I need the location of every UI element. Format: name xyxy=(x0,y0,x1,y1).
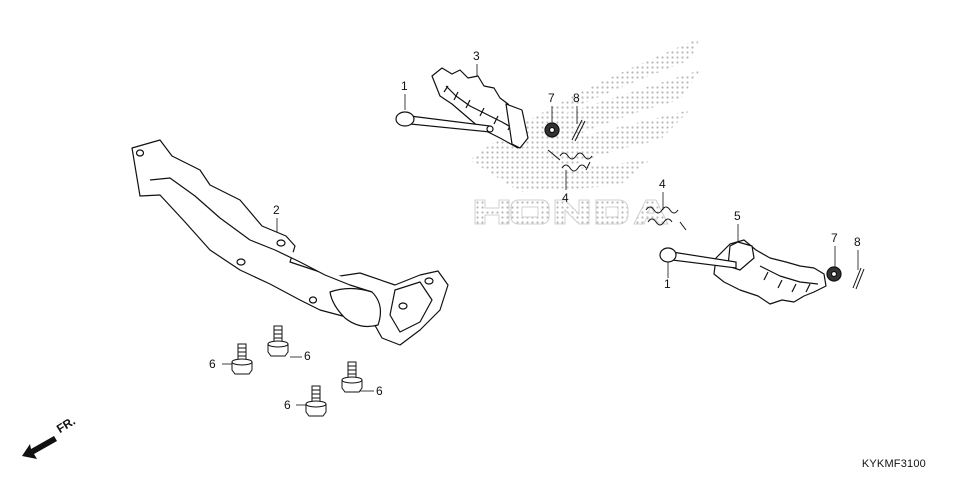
diagram-code: KYKMF3100 xyxy=(861,458,926,470)
left-washer xyxy=(544,122,560,138)
part-label-3: 3 xyxy=(473,49,480,63)
right-pin xyxy=(659,247,737,269)
part-label-6-a: 6 xyxy=(209,357,216,371)
part-label-8-right: 8 xyxy=(854,235,861,249)
part-label-1-right: 1 xyxy=(664,277,671,291)
part-label-8-left: 8 xyxy=(573,91,580,105)
part-label-4-right: 4 xyxy=(659,177,666,191)
right-cotter-pin xyxy=(852,267,865,290)
part-label-7-left: 7 xyxy=(548,91,555,105)
part-label-7-right: 7 xyxy=(831,231,838,245)
bolt-b xyxy=(267,325,289,357)
part-label-4-left: 4 xyxy=(562,191,569,205)
watermark-wing xyxy=(470,38,700,192)
bolt-d xyxy=(341,361,363,393)
bolt-a xyxy=(231,343,253,375)
front-direction-arrow-icon xyxy=(22,436,57,459)
right-footpeg xyxy=(713,239,827,305)
left-spring xyxy=(547,149,593,172)
right-washer xyxy=(826,266,842,282)
right-spring xyxy=(645,206,687,231)
part-label-6-d: 6 xyxy=(376,384,383,398)
bolt-c xyxy=(305,385,327,417)
part-label-5: 5 xyxy=(734,209,741,223)
watermark-brand-logo xyxy=(474,199,669,225)
left-pin xyxy=(395,111,494,133)
left-footpeg xyxy=(431,67,529,149)
part-label-6-b: 6 xyxy=(304,349,311,363)
part-label-6-c: 6 xyxy=(284,398,291,412)
part-label-2: 2 xyxy=(273,203,280,217)
left-cotter-pin xyxy=(571,119,586,142)
part-label-1-left: 1 xyxy=(401,79,408,93)
step-bracket xyxy=(131,139,449,346)
